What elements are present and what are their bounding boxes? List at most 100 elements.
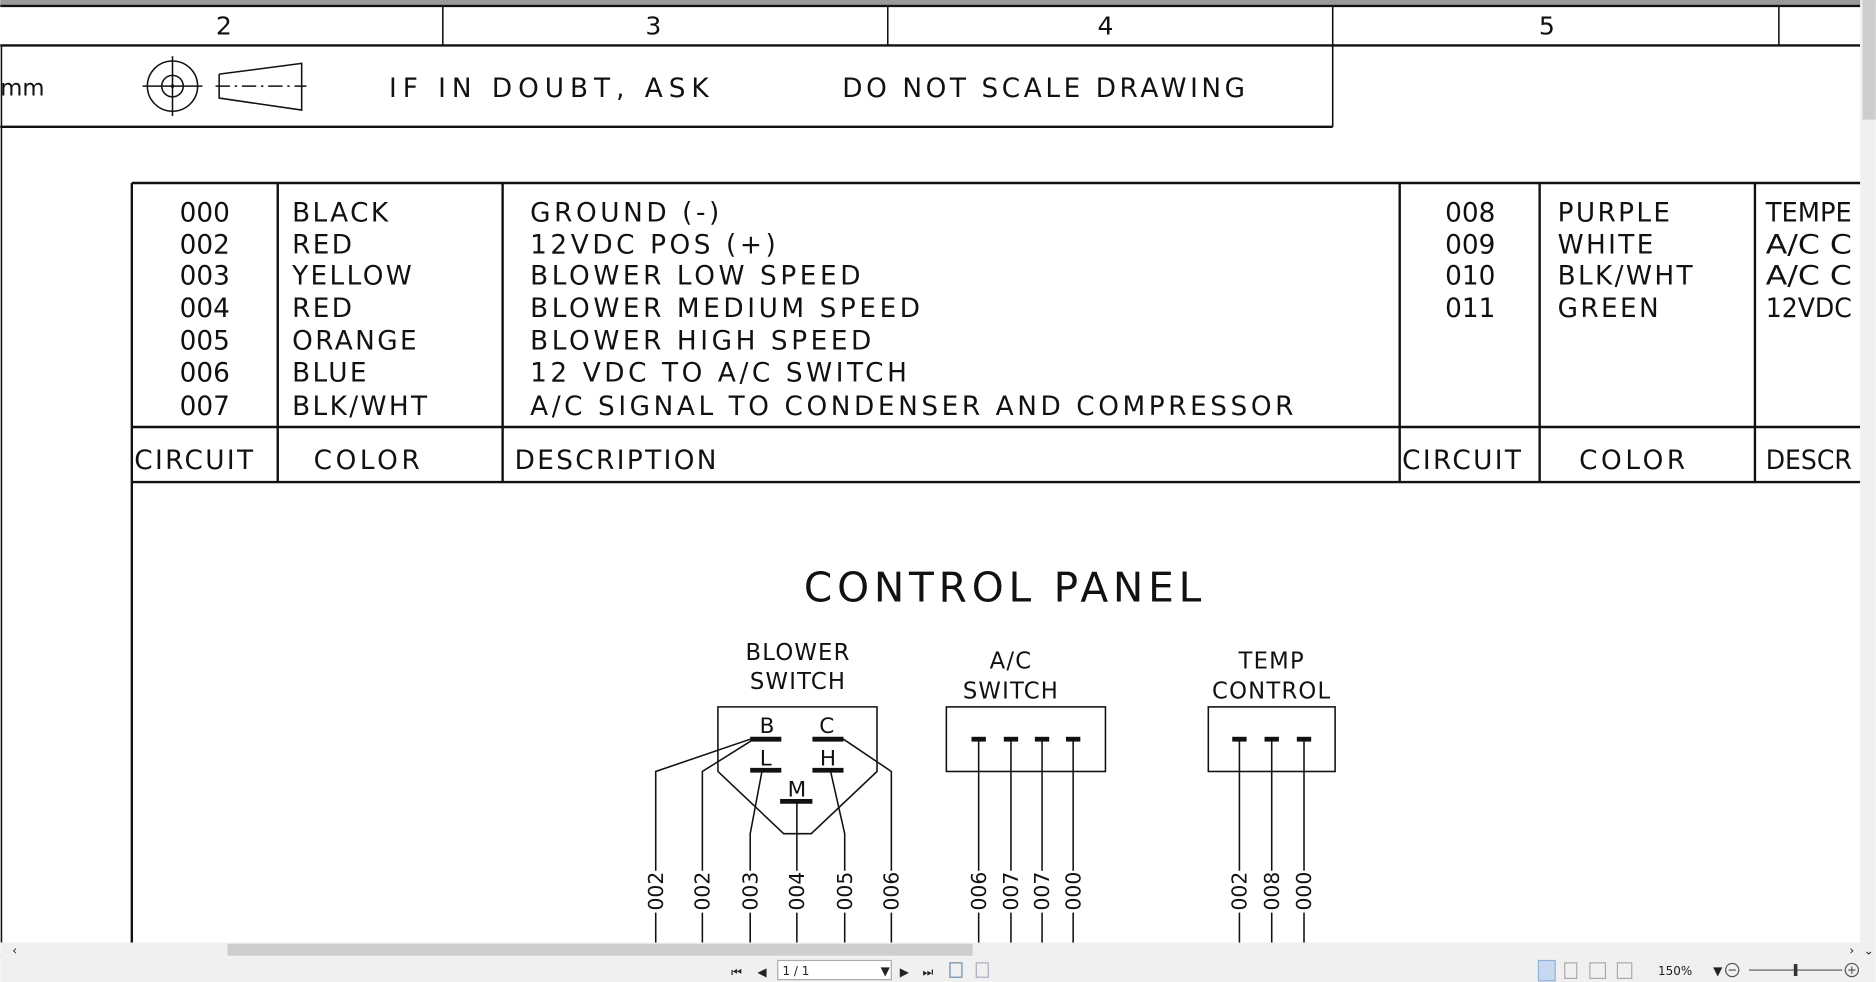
terminal-label: B: [760, 714, 775, 739]
circuit-number: 003: [180, 262, 230, 292]
wire-number-label: 002: [691, 872, 715, 911]
zone-number: 2: [216, 12, 232, 41]
header-circuit: CIRCUIT: [1402, 446, 1523, 476]
control-panel-diagram: CONTROL PANEL BLOWER SWITCH B C L H M 00…: [644, 564, 1336, 945]
header-circuit: CIRCUIT: [134, 446, 255, 476]
wire-description: 12VDC POS (+): [530, 231, 779, 261]
temp-control-label: TEMP: [1238, 649, 1305, 675]
wire-description: A/C SIGNAL TO CONDENSER AND COMPRESSOR: [530, 392, 1297, 422]
circuit-number: 004: [180, 294, 230, 324]
single-page-view-icon[interactable]: [1537, 959, 1556, 982]
zoom-level[interactable]: 150%: [1658, 964, 1692, 978]
circuit-number: 005: [180, 326, 230, 356]
ac-switch: A/C SWITCH 006 007 007 000: [945, 649, 1107, 945]
wire-color: ORANGE: [292, 326, 419, 356]
horizontal-scroll-thumb[interactable]: [227, 943, 973, 956]
circuit-number: 007: [180, 392, 230, 422]
ac-switch-label: A/C: [990, 649, 1033, 675]
wire-description: A/C C: [1766, 262, 1852, 292]
doubt-note: IF IN DOUBT, ASK: [389, 74, 715, 104]
wire-color: RED: [292, 294, 354, 324]
circuit-number: 011: [1445, 294, 1495, 324]
zoom-in-icon[interactable]: [1844, 962, 1859, 978]
wire-color: BLACK: [292, 198, 390, 228]
terminal-label: L: [760, 747, 772, 772]
wire-color: WHITE: [1558, 231, 1656, 261]
viewer-toolbar: ⏮ ◀ 1 / 1 ▼ ▶ ⏭ 150% ▼: [0, 956, 1876, 982]
zone-number: 4: [1097, 12, 1113, 41]
page-number-field[interactable]: [777, 959, 892, 981]
wire-number-label: 007: [999, 872, 1023, 911]
previous-view-icon[interactable]: [949, 962, 963, 978]
page-dropdown-icon[interactable]: ▼: [881, 964, 891, 978]
zoom-dropdown-icon[interactable]: ▼: [1713, 964, 1723, 978]
last-page-icon[interactable]: ⏭: [922, 965, 933, 979]
wire-number-label: 004: [785, 872, 809, 911]
wire-number-label: 005: [833, 872, 857, 911]
wire-color: BLUE: [292, 359, 369, 389]
zone-number: 3: [645, 12, 661, 41]
wire-number-label: 003: [738, 872, 762, 911]
scroll-left-icon[interactable]: ‹: [12, 943, 17, 957]
terminal-label: M: [788, 778, 807, 803]
wire-number-label: 002: [644, 872, 668, 911]
circuit-number: 002: [180, 231, 230, 261]
scroll-right-icon[interactable]: ›: [1849, 943, 1854, 957]
facing-view-icon[interactable]: [1589, 962, 1607, 980]
wire-description: BLOWER HIGH SPEED: [530, 326, 875, 356]
header-color: COLOR: [314, 446, 424, 476]
circuit-number: 010: [1445, 262, 1495, 292]
horizontal-scrollbar[interactable]: ‹ › ⌄: [0, 942, 1876, 958]
terminal-label: H: [820, 747, 836, 772]
wire-number-label: 002: [1228, 872, 1252, 911]
temp-control-label: CONTROL: [1212, 679, 1331, 705]
wire-color: BLK/WHT: [292, 392, 429, 422]
wire-number-label: 008: [1260, 872, 1284, 911]
scale-note: DO NOT SCALE DRAWING: [842, 74, 1248, 104]
blower-switch-label: BLOWER: [746, 640, 851, 666]
blower-switch-label: SWITCH: [750, 669, 846, 695]
wire-description: BLOWER MEDIUM SPEED: [530, 294, 924, 324]
continuous-facing-view-icon[interactable]: [1616, 962, 1633, 980]
vertical-scrollbar[interactable]: [1860, 0, 1876, 943]
first-page-icon[interactable]: ⏮: [731, 965, 742, 979]
vertical-scroll-thumb[interactable]: [1862, 0, 1876, 120]
header-description: DESCR: [1766, 446, 1852, 476]
projection-symbol-icon: [142, 56, 307, 117]
wire-color: BLK/WHT: [1558, 262, 1695, 292]
wire-description: 12 VDC TO A/C SWITCH: [530, 359, 910, 389]
top-border: [0, 0, 1876, 5]
wire-description: 12VDC: [1766, 294, 1852, 324]
wire-number-label: 006: [967, 872, 991, 911]
scroll-down-icon[interactable]: ⌄: [1864, 943, 1874, 957]
circuit-number: 006: [180, 359, 230, 389]
ac-switch-label: SWITCH: [963, 679, 1059, 705]
continuous-view-icon[interactable]: [1564, 962, 1578, 980]
header-color: COLOR: [1579, 446, 1689, 476]
wire-number-label: 007: [1030, 872, 1054, 911]
circuit-number: 000: [180, 198, 230, 228]
circuit-number: 008: [1445, 198, 1495, 228]
wire-description: BLOWER LOW SPEED: [530, 262, 864, 292]
zoom-out-icon[interactable]: [1725, 962, 1740, 978]
terminal-label: C: [819, 714, 834, 739]
wire-description: GROUND (-): [530, 198, 723, 228]
previous-page-icon[interactable]: ◀: [757, 965, 767, 979]
page-number-value: 1 / 1: [783, 964, 810, 978]
diagram-title: CONTROL PANEL: [804, 564, 1206, 612]
next-view-icon[interactable]: [975, 962, 989, 978]
temp-control: TEMP CONTROL 002 008 000: [1207, 649, 1336, 945]
wire-description: TEMPE: [1765, 198, 1852, 228]
wire-number-label: 000: [1292, 872, 1316, 911]
wire-number-label: 000: [1061, 872, 1085, 911]
next-page-icon[interactable]: ▶: [900, 965, 910, 979]
title-block: 2 3 4 5 mm IF IN DOUBT, ASK DO NOT SCALE…: [0, 4, 1861, 982]
zoom-slider-thumb[interactable]: [1793, 964, 1798, 977]
wire-color: YELLOW: [291, 262, 414, 292]
units-label: mm: [0, 76, 44, 102]
wire-description: A/C C: [1766, 231, 1852, 261]
circuit-number: 009: [1445, 231, 1495, 261]
